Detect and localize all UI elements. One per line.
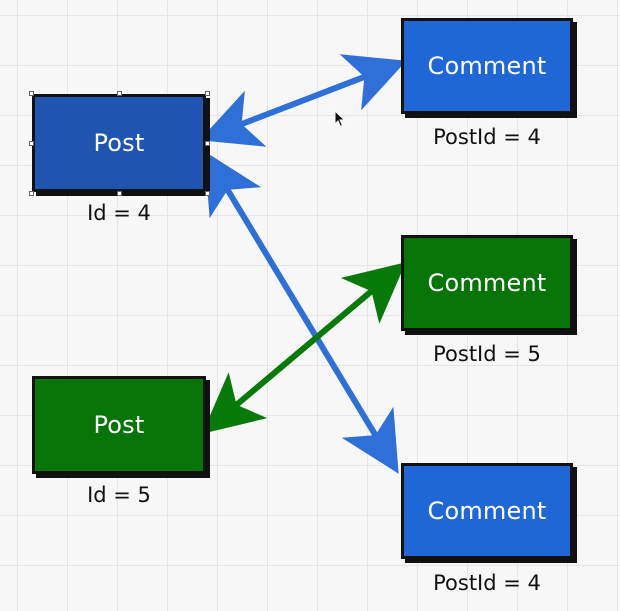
post-node-1[interactable]: Post xyxy=(32,94,206,192)
comment-node-1-caption: PostId = 4 xyxy=(433,125,541,149)
post-node-1-caption: Id = 4 xyxy=(87,201,151,225)
selection-handle-bottom-right[interactable] xyxy=(205,191,210,196)
comment-node-2-title: Comment xyxy=(427,269,547,297)
connector-post1-comment1[interactable] xyxy=(199,54,407,147)
comment-node-2-caption: PostId = 5 xyxy=(433,342,541,366)
comment-node-1[interactable]: Comment xyxy=(401,18,573,114)
comment-node-1-title: Comment xyxy=(427,52,547,80)
post-node-2-title: Post xyxy=(93,411,145,439)
comment-node-2[interactable]: Comment xyxy=(401,235,573,331)
selection-handle-bottom-center[interactable] xyxy=(117,191,122,196)
comment-node-3-title: Comment xyxy=(427,497,547,525)
post-node-1-title: Post xyxy=(93,129,145,157)
comment-node-3[interactable]: Comment xyxy=(401,463,573,559)
selection-handle-middle-right[interactable] xyxy=(205,141,210,146)
post-node-2-caption: Id = 5 xyxy=(87,483,151,507)
selection-handle-top-center[interactable] xyxy=(117,91,122,96)
connector-post1-comment3[interactable] xyxy=(204,151,399,474)
comment-node-3-caption: PostId = 4 xyxy=(433,571,541,595)
post-node-2[interactable]: Post xyxy=(32,376,206,474)
selection-handle-top-right[interactable] xyxy=(205,91,210,96)
selection-handle-middle-left[interactable] xyxy=(29,141,34,146)
selection-handle-top-left[interactable] xyxy=(29,91,34,96)
mouse-pointer-icon xyxy=(334,110,346,128)
connector-post2-comment2[interactable] xyxy=(202,262,406,434)
selection-handle-bottom-left[interactable] xyxy=(29,191,34,196)
